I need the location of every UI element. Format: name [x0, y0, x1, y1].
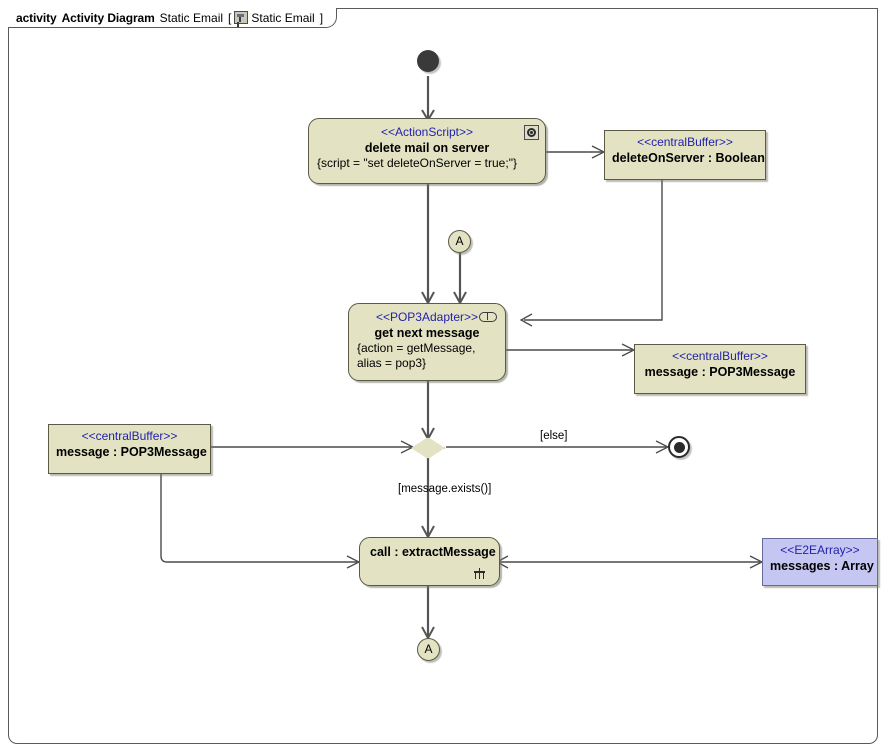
- frame-name-label: Static Email: [159, 10, 224, 25]
- frame-bracket-close: ]: [319, 10, 324, 25]
- connector-node-a-top[interactable]: A: [448, 230, 471, 253]
- initial-node[interactable]: [417, 50, 439, 72]
- activity-diagram-icon: [234, 11, 249, 24]
- action-stereotype: <<ActionScript>>: [380, 125, 474, 139]
- diagram-frame-header: activity Activity Diagram Static Email […: [8, 8, 338, 28]
- edge-label-message-exists: [message.exists()]: [398, 483, 492, 495]
- object-node-message-buffer-left[interactable]: <<centralBuffer>> message : POP3Message: [48, 424, 211, 474]
- connector-node-a-bottom[interactable]: A: [417, 638, 440, 661]
- object-node-message-buffer-right[interactable]: <<centralBuffer>> message : POP3Message: [634, 344, 806, 394]
- buffer-stereotype: <<centralBuffer>>: [637, 135, 733, 149]
- pop3-property-line-1: {action = getMessage,: [357, 341, 476, 355]
- frame-diagram-type-label: Activity Diagram: [61, 10, 155, 25]
- frame-scoped-name-label: Static Email: [251, 10, 315, 25]
- action-delete-mail-on-server[interactable]: <<ActionScript>> delete mail on server {…: [308, 118, 546, 184]
- script-icon: [524, 125, 539, 140]
- action-property: {script = "set deleteOnServer = true;"}: [317, 156, 517, 170]
- pop3-stereotype: <<POP3Adapter>>: [375, 310, 479, 324]
- decision-node[interactable]: [411, 437, 445, 459]
- port-icon: [479, 312, 497, 322]
- action-name: delete mail on server: [364, 141, 490, 155]
- frame-bracket-open: [: [228, 10, 232, 25]
- object-node-messages-array[interactable]: <<E2EArray>> messages : Array: [762, 538, 878, 586]
- message-buffer-left-stereotype: <<centralBuffer>>: [81, 429, 178, 443]
- messages-array-stereotype: <<E2EArray>>: [780, 543, 860, 557]
- activity-final-node[interactable]: [668, 436, 690, 458]
- edge-label-else: [else]: [540, 430, 568, 442]
- buffer-name: deleteOnServer : Boolean: [612, 151, 765, 165]
- pop3-property-line-2: alias = pop3}: [357, 356, 427, 370]
- message-buffer-left-name: message : POP3Message: [56, 445, 207, 459]
- messages-array-name: messages : Array: [770, 559, 874, 573]
- pop3-name: get next message: [374, 326, 480, 340]
- call-behavior-rake-icon: [474, 568, 485, 579]
- diagram-frame: [8, 8, 878, 744]
- action-call-extract-message[interactable]: call : extractMessage: [359, 537, 500, 586]
- object-node-delete-on-server-buffer[interactable]: <<centralBuffer>> deleteOnServer : Boole…: [604, 130, 766, 180]
- message-buffer-right-name: message : POP3Message: [644, 365, 796, 379]
- message-buffer-right-stereotype: <<centralBuffer>>: [672, 349, 768, 363]
- frame-kind-label: activity: [16, 10, 57, 25]
- action-get-next-message[interactable]: <<POP3Adapter>> get next message {action…: [348, 303, 506, 381]
- extract-message-name: call : extractMessage: [370, 545, 496, 559]
